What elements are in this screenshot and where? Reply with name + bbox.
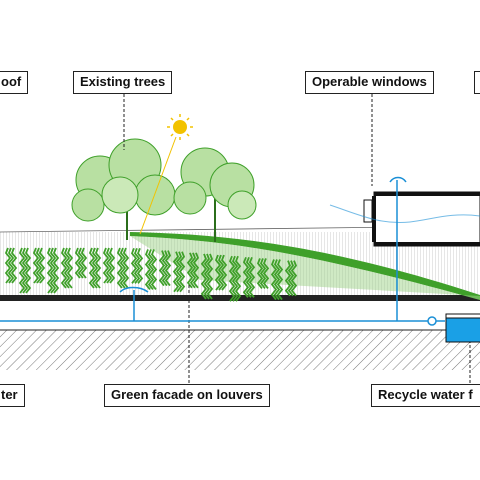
vine-strand — [94, 247, 102, 289]
vine-strand — [108, 247, 116, 284]
vine-strand — [52, 247, 60, 294]
vine-strand — [273, 259, 281, 301]
vine-strand — [74, 247, 82, 279]
vine-strand — [242, 256, 250, 298]
vine-strand — [91, 247, 99, 289]
vine-strand — [262, 258, 270, 289]
vine-strand — [105, 247, 113, 284]
operable-window — [363, 199, 373, 223]
vine-strand — [164, 250, 172, 287]
vine-strand — [136, 247, 144, 284]
vine-strand — [276, 259, 284, 301]
vine-strand — [290, 260, 298, 297]
vine-strand — [49, 247, 57, 294]
vine-strand — [88, 247, 96, 289]
vine-strand — [203, 253, 211, 300]
leader-lines — [123, 94, 471, 383]
vine-strand — [77, 247, 85, 279]
vine-strand — [200, 253, 208, 300]
vine-strand — [175, 251, 183, 293]
vine-strand — [245, 256, 253, 298]
vine-strand — [259, 258, 267, 289]
vine-strand — [178, 251, 186, 293]
vine-strand — [189, 252, 197, 289]
sun-icon — [139, 114, 193, 235]
vine-strand — [63, 247, 71, 289]
base-slab — [0, 295, 480, 301]
label-green-facade: Green facade on louvers — [104, 384, 270, 407]
vine-strand — [158, 250, 166, 287]
label-partial-box — [474, 71, 480, 94]
tree-icon — [173, 147, 257, 242]
vine-strand — [217, 254, 225, 291]
label-rainwater: ter — [0, 384, 25, 407]
vine-strand — [192, 252, 200, 289]
vine-strand — [35, 247, 43, 284]
vine-strand — [161, 250, 169, 287]
vine-strand — [4, 247, 12, 284]
vine-strand — [32, 247, 40, 284]
vine-strand — [10, 247, 18, 284]
vine-strand — [248, 256, 256, 298]
label-recycle-water: Recycle water f — [371, 384, 480, 407]
vine-strand — [228, 255, 236, 302]
vine-strand — [284, 260, 292, 297]
vine-strand — [46, 247, 54, 294]
vine-strand — [7, 247, 15, 284]
vine-strand — [102, 247, 110, 284]
vine-strand — [270, 259, 278, 301]
vine-strand — [287, 260, 295, 297]
vine-strand — [38, 247, 46, 284]
vine-strand — [133, 247, 141, 284]
vine-strand — [206, 253, 214, 300]
label-existing-trees: Existing trees — [73, 71, 173, 94]
vine-strand — [66, 247, 74, 289]
water-pipes — [0, 176, 445, 322]
vine-strand — [24, 247, 32, 294]
green-facade-vines — [4, 247, 298, 302]
vine-strand — [220, 254, 228, 291]
vine-strand — [186, 252, 194, 289]
vine-strand — [234, 255, 242, 302]
vine-strand — [119, 247, 127, 289]
vine-strand — [144, 249, 152, 291]
ground-hatch — [0, 330, 480, 370]
vine-strand — [18, 247, 26, 294]
vine-strand — [214, 254, 222, 291]
vine-strand — [80, 247, 88, 279]
water-drop-icon — [427, 316, 437, 326]
upper-volume — [329, 191, 480, 247]
vine-strand — [231, 255, 239, 302]
vine-strand — [21, 247, 29, 294]
label-operable-windows: Operable windows — [305, 71, 434, 94]
vine-strand — [172, 251, 180, 293]
vine-strand — [60, 247, 68, 289]
vine-strand — [116, 247, 124, 289]
tree-icon — [71, 138, 176, 240]
recycle-water-tank — [445, 317, 480, 343]
green-roof-fill — [130, 236, 480, 300]
vine-strand — [150, 249, 158, 291]
vine-strand — [147, 249, 155, 291]
vine-strand — [256, 258, 264, 289]
vine-strand — [122, 247, 130, 289]
vine-strand — [130, 247, 138, 284]
label-green-roof: oof — [0, 71, 29, 94]
